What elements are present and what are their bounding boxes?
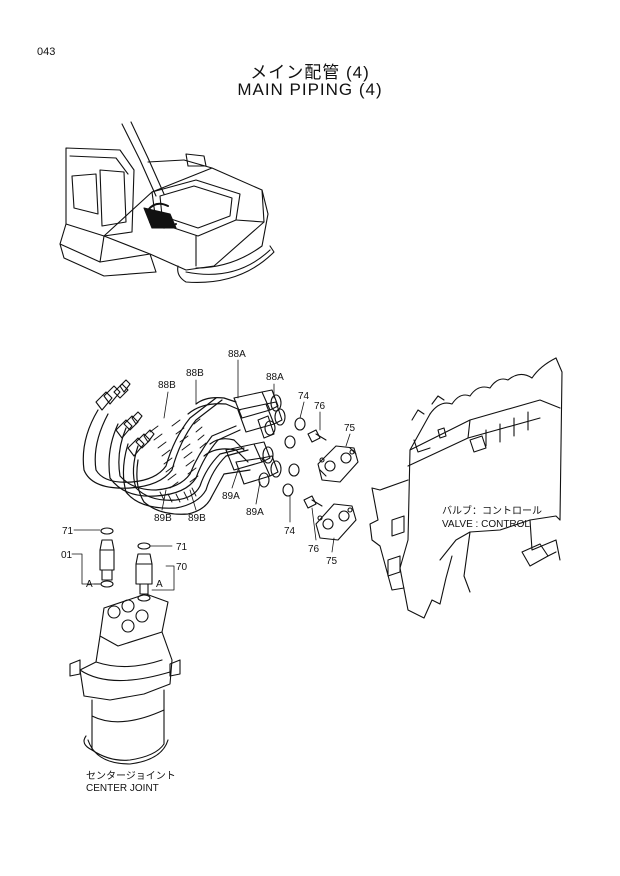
center-joint-illustration [69, 593, 181, 765]
bolts-76 [303, 429, 327, 509]
callout-75: 75 [344, 423, 356, 434]
callout-a: A [86, 579, 93, 590]
callout-76: 76 [308, 544, 320, 555]
callout-88a: 88A [228, 349, 246, 360]
callout-88b: 88B [158, 380, 176, 391]
joint-caption-english: CENTER JOINT [86, 783, 159, 794]
valve-caption-japanese: バルブ：コントロール [442, 506, 542, 517]
page-number: 043 [37, 46, 56, 58]
callout-74: 74 [298, 391, 310, 402]
callout-a: A [156, 579, 163, 590]
callout-89a: 89A [222, 491, 240, 502]
hose-assembly-88b-89b [82, 379, 251, 515]
callout-88a: 88A [266, 372, 284, 383]
callout-71: 71 [62, 526, 74, 537]
title-japanese: メイン配管 (4) [250, 63, 370, 82]
callout-labels: 88A 88A 88B 88B 89B 89B 89A 89A 74 74 76… [61, 349, 356, 590]
callout-75: 75 [326, 556, 338, 567]
callout-89b: 89B [188, 513, 206, 524]
valve-caption-english: VALVE : CONTROL [442, 519, 530, 530]
leader-lines [71, 359, 351, 591]
excavator-overview-illustration [59, 121, 275, 283]
o-rings-74 [282, 417, 306, 497]
callout-01: 01 [61, 550, 73, 561]
hose-assembly-88a-89a [187, 389, 286, 488]
callout-89a: 89A [246, 507, 264, 518]
callout-70: 70 [176, 562, 188, 573]
callout-89b: 89B [154, 513, 172, 524]
callout-76: 76 [314, 401, 326, 412]
flanges-75 [315, 445, 359, 541]
callout-74: 74 [284, 526, 296, 537]
control-valve-illustration [369, 357, 563, 619]
fittings-01-70 [99, 527, 153, 602]
callout-88b: 88B [186, 368, 204, 379]
title-english: MAIN PIPING (4) [237, 80, 383, 99]
joint-caption-japanese: センタージョイント [86, 771, 176, 782]
callout-71: 71 [176, 542, 188, 553]
